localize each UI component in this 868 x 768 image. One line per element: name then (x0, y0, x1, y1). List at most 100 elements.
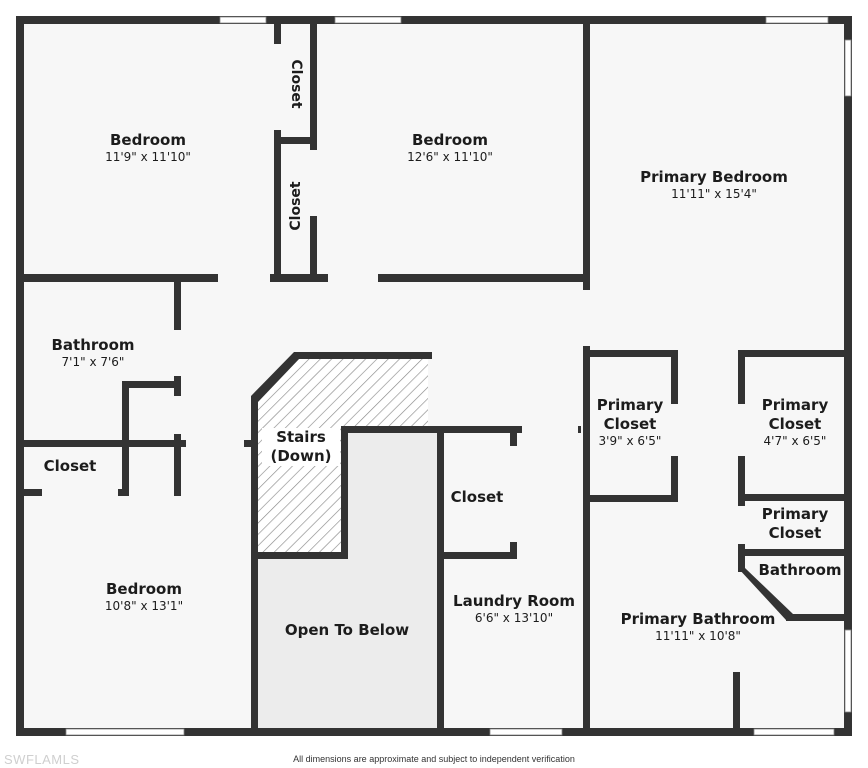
wall-outer-left (16, 16, 24, 736)
wall-pc1-top (583, 350, 678, 357)
room-name-line1: Primary (596, 396, 664, 414)
room-bedroom-1: Bedroom 11'9" x 11'10" (88, 131, 208, 165)
room-closet-top-a: Closet (288, 59, 304, 109)
room-primary-bedroom: Primary Bedroom 11'11" x 15'4" (630, 168, 798, 202)
room-dimension: 6'6" x 13'10" (474, 610, 554, 625)
room-primary-closet-1: Primary Closet 3'9" x 6'5" (592, 396, 668, 449)
room-name: Closet (450, 488, 504, 506)
room-name: Primary Bathroom (620, 610, 776, 628)
door-bed2 (328, 274, 378, 282)
wall-stair-left (251, 396, 258, 734)
room-dimension: 10'8" x 13'1" (104, 598, 184, 613)
room-dimension: 7'1" x 7'6" (61, 354, 125, 369)
window-top-1 (219, 16, 267, 24)
room-name: Primary Bedroom (640, 168, 788, 186)
door-laundry (522, 426, 578, 433)
door-closet-a (274, 44, 281, 130)
wall-primary-divider (583, 16, 590, 736)
wall-outer-bottom (16, 728, 852, 736)
room-name: Laundry Room (453, 592, 575, 610)
room-stairs: Stairs (Down) (262, 428, 340, 466)
room-closet-left: Closet (28, 457, 112, 476)
room-name: Bedroom (106, 580, 182, 598)
door-pc1 (671, 404, 678, 456)
windows (65, 16, 852, 736)
disclaimer: All dimensions are approximate and subje… (293, 754, 575, 764)
wall-pc2-bottom (738, 494, 852, 501)
wall-closet-left (274, 16, 281, 282)
wall-laundry-closet-bottom (437, 552, 517, 559)
door-pc3 (738, 506, 745, 544)
wall-bath-inner-h (122, 381, 178, 388)
door-bed3 (186, 440, 244, 447)
door-bath-2 (174, 396, 181, 434)
wall-pc2-left (738, 350, 745, 572)
door-closet-mid (510, 446, 517, 542)
openings (42, 44, 745, 544)
room-name-line1: Primary (761, 505, 829, 523)
room-dimension: 11'11" x 10'8" (655, 628, 741, 643)
window-bottom-2 (489, 728, 563, 736)
window-top-2 (334, 16, 402, 24)
wall-pc2-top (738, 350, 852, 357)
room-primary-closet-2: Primary Closet 4'7" x 6'5" (750, 396, 840, 449)
door-closet-b (310, 150, 317, 216)
room-primary-closet-3: Primary Closet (750, 505, 840, 543)
wall-small-bath-diagonal (738, 568, 793, 620)
room-bathroom: Bathroom 7'1" x 7'6" (38, 336, 148, 370)
room-name-line1: Stairs (276, 428, 326, 446)
wall-stair-bottom (251, 552, 348, 559)
wall-bath-bottom (16, 440, 252, 447)
window-right-2 (844, 629, 852, 713)
room-open-to-below: Open To Below (262, 621, 432, 640)
room-name: Bedroom (110, 131, 186, 149)
room-name: Bedroom (412, 131, 488, 149)
room-name-line2: Closet (768, 523, 822, 542)
room-dimension: 11'11" x 15'4" (671, 186, 757, 201)
wall-small-bath-bottom (786, 614, 852, 621)
room-primary-bathroom: Primary Bathroom 11'11" x 10'8" (612, 610, 784, 644)
window-right-1 (844, 39, 852, 97)
door-primary (583, 290, 590, 346)
room-closet-mid: Closet (446, 488, 508, 507)
wall-outer-right (844, 16, 852, 736)
room-bedroom-2: Bedroom 12'6" x 11'10" (390, 131, 510, 165)
watermark: SWFLAMLS (4, 752, 80, 767)
wall-closet-right (310, 16, 317, 282)
stairs-hatch (258, 358, 428, 552)
wall-stair-inner-h (341, 426, 581, 433)
wall-stair-diagonal (251, 352, 300, 402)
wall-laundry-left (437, 426, 444, 734)
door-closet-left (42, 489, 118, 496)
room-bedroom-3: Bedroom 10'8" x 13'1" (84, 580, 204, 614)
window-bottom-1 (65, 728, 185, 736)
room-dimension: 11'9" x 11'10" (105, 149, 191, 164)
room-closet-top-b: Closet (288, 181, 304, 231)
room-dimension: 3'9" x 6'5" (598, 433, 662, 448)
wall-stair-top (294, 352, 432, 359)
room-name: Bathroom (758, 561, 842, 579)
wall-top-row (16, 274, 588, 282)
room-name-line2: Closet (603, 414, 657, 433)
room-dimension: 4'7" x 6'5" (763, 433, 827, 448)
walls (16, 16, 852, 736)
room-name-line2: Closet (768, 414, 822, 433)
room-small-bathroom: Bathroom (754, 561, 846, 580)
wall-pc1-bottom (583, 495, 678, 502)
wall-closet-divider (274, 137, 317, 144)
room-name: Bathroom (51, 336, 135, 354)
wall-pc3-bottom (738, 549, 852, 556)
room-name-line2: (Down) (270, 446, 332, 465)
door-pc2 (738, 404, 745, 456)
wall-primary-bath-stub (733, 672, 740, 736)
wall-stair-inner-v (341, 426, 348, 556)
room-name: Open To Below (284, 621, 410, 639)
window-bottom-3 (753, 728, 835, 736)
room-name: Closet (43, 457, 97, 475)
wall-bath-inner-v (122, 381, 129, 496)
wall-outer-top (16, 16, 852, 24)
door-bath (174, 330, 181, 376)
door-bed1 (218, 274, 270, 282)
room-laundry: Laundry Room 6'6" x 13'10" (446, 592, 582, 626)
